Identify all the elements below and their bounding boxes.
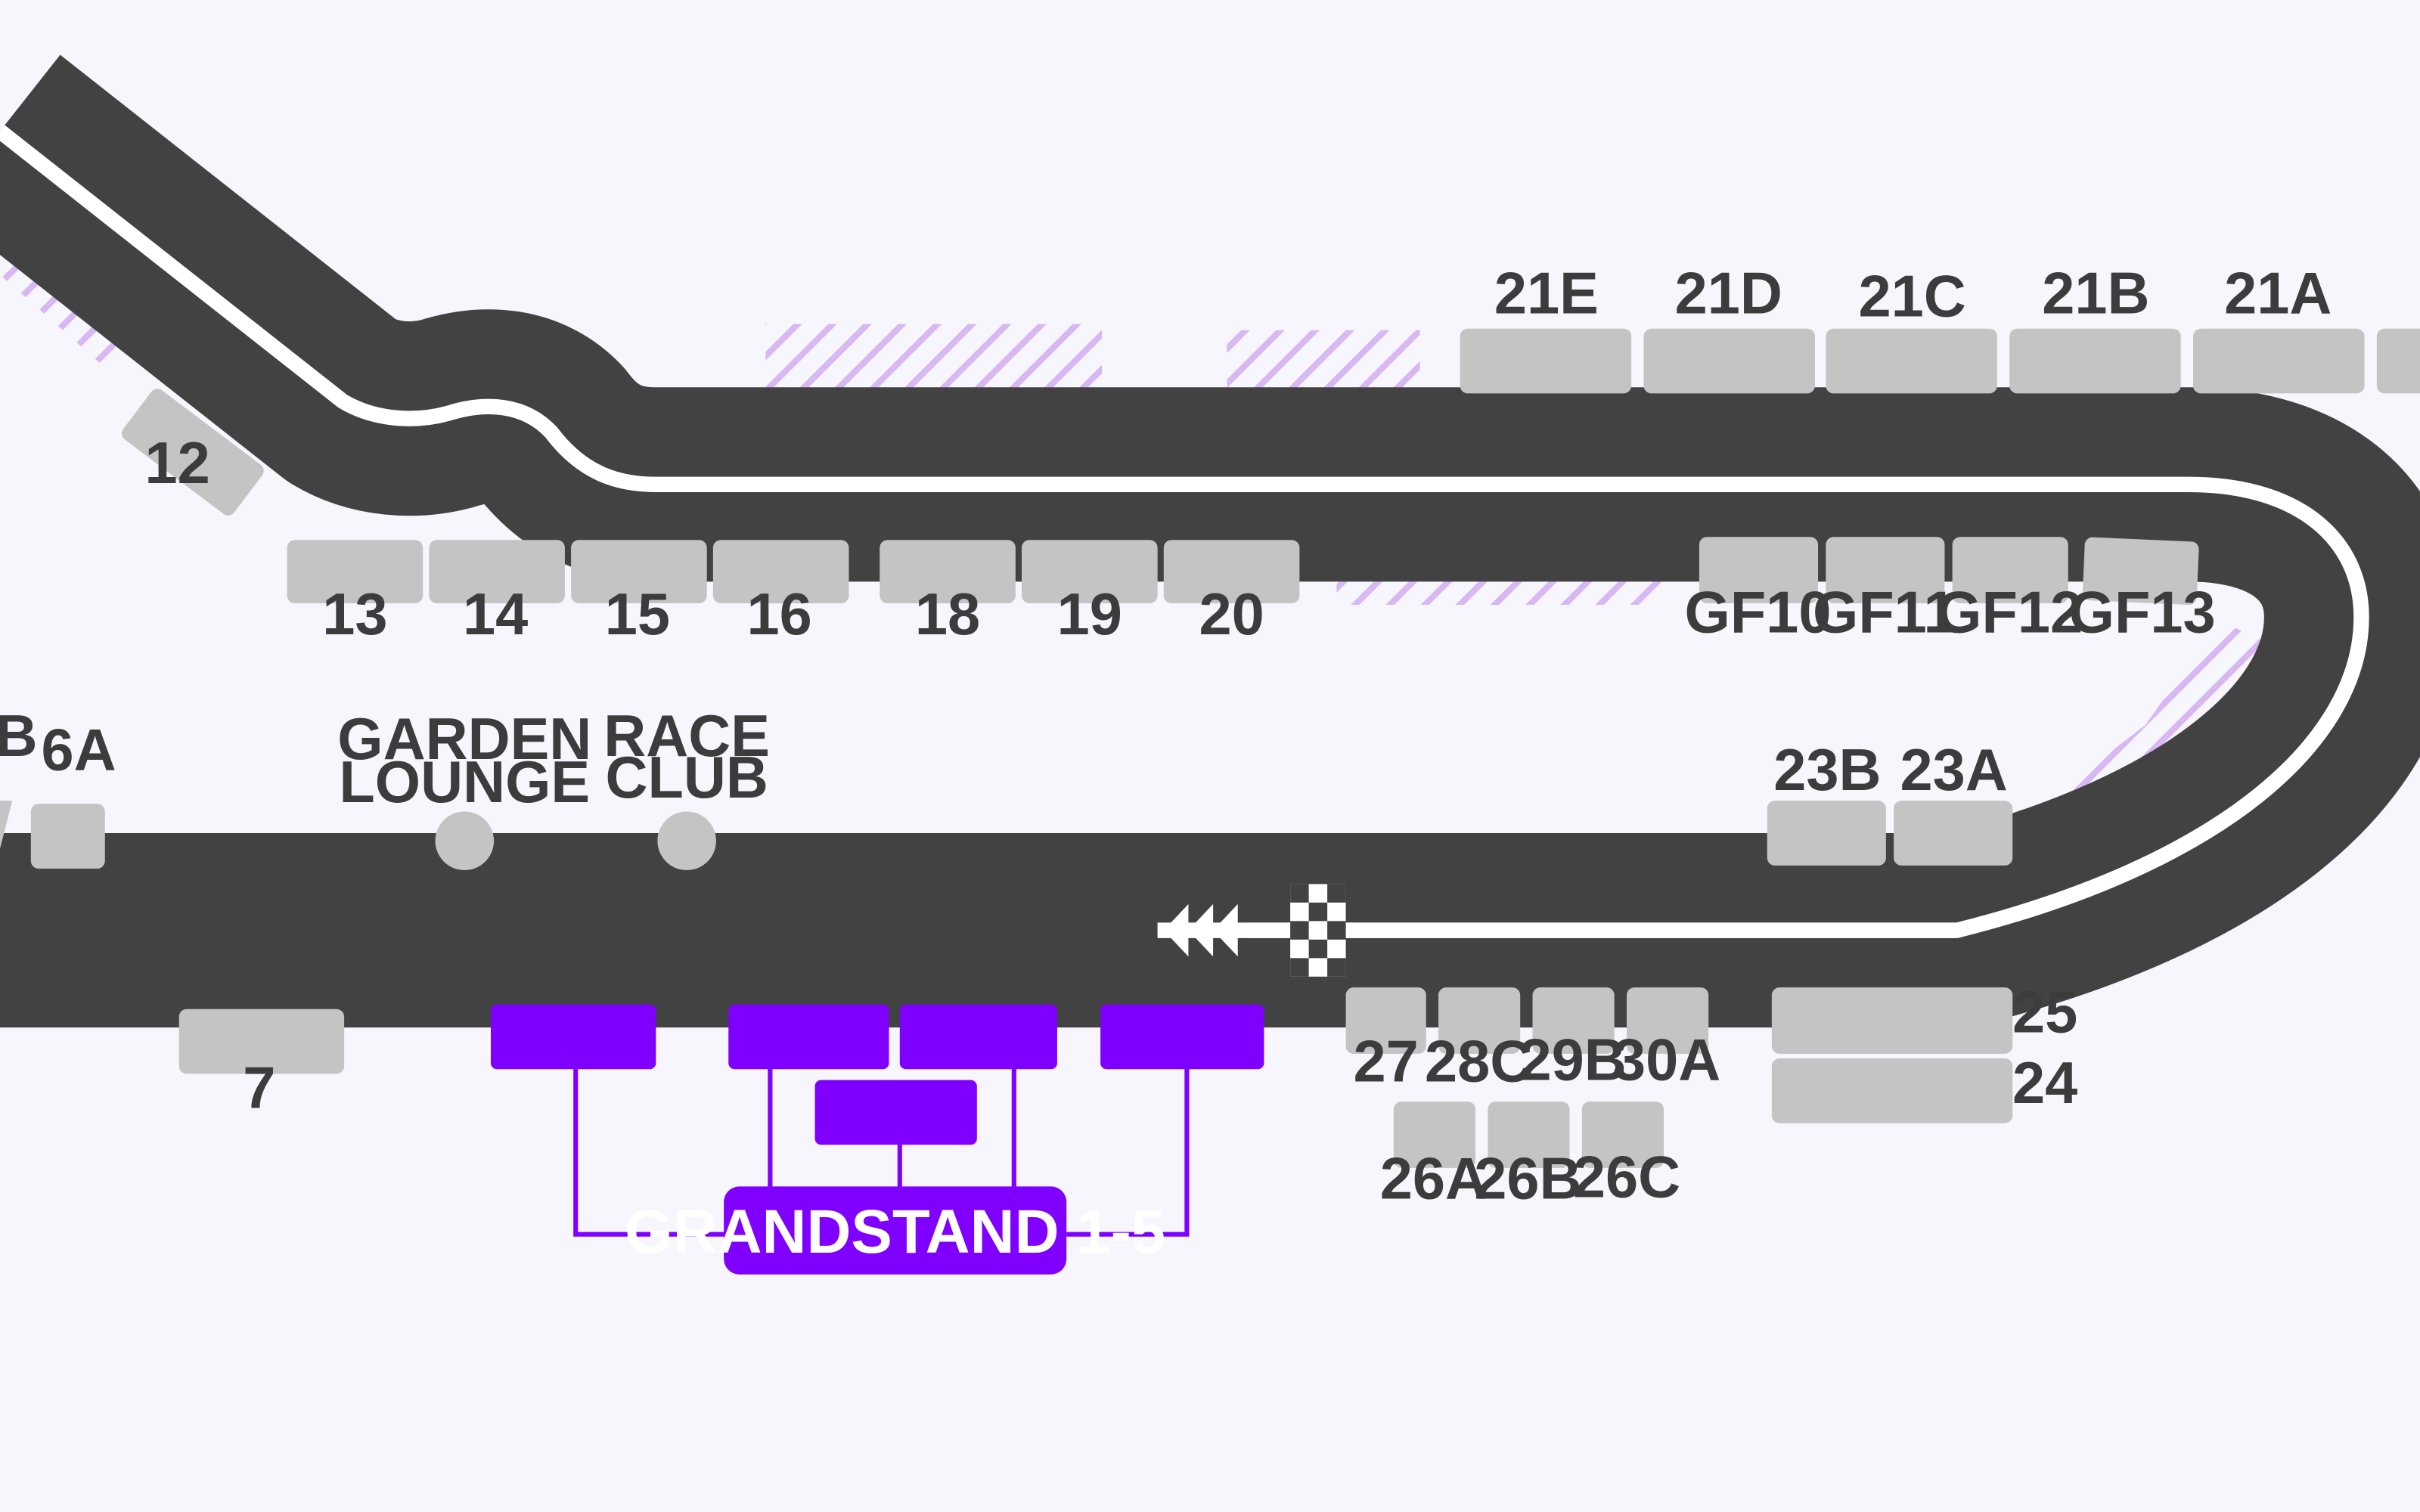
stand-21A-label: 21A (2224, 261, 2332, 326)
stand-27-label: 27 (1354, 1030, 1419, 1095)
stand-25-label: 25 (2012, 980, 2077, 1045)
race-track (0, 54, 2420, 1028)
grandstand-2[interactable] (728, 1004, 889, 1070)
stand-19-label: 19 (1057, 582, 1122, 647)
garden-lounge-label-line2: LOUNGE (339, 750, 590, 815)
stand-28C[interactable] (1438, 987, 1521, 1054)
stand-21B[interactable] (2009, 328, 2181, 394)
grandstand-connector-5 (1066, 1067, 1190, 1237)
stand-GF11[interactable] (1826, 537, 1945, 603)
venues: GARDEN LOUNGE RACE CLUB (337, 704, 770, 871)
stand-28C-label: 28C (1425, 1030, 1532, 1095)
stand-21B-label: 21B (2042, 261, 2149, 326)
grandstand-1[interactable] (490, 1004, 656, 1070)
stand-24-label: 24 (2012, 1051, 2077, 1116)
stand-14-label: 14 (463, 582, 528, 647)
stand-20-label: 20 (1199, 582, 1264, 647)
hatched-zone-top-1 (765, 324, 1103, 389)
stand-GF11-label: GF11 (1813, 581, 1956, 646)
stand-16[interactable] (712, 540, 849, 603)
stand-7[interactable] (178, 1009, 345, 1074)
stand-22-partial[interactable] (2376, 328, 2420, 394)
stand-27[interactable] (1345, 987, 1426, 1054)
stand-24[interactable] (1771, 1058, 2013, 1123)
stand-GF12[interactable] (1952, 537, 2068, 603)
stand-13[interactable] (287, 540, 424, 603)
stand-15-label: 15 (605, 582, 670, 647)
grandstand-3[interactable] (899, 1004, 1057, 1070)
stand-21E-label: 21E (1494, 261, 1599, 326)
stand-21D[interactable] (1643, 328, 1815, 394)
direction-arrows-icon (1163, 903, 1238, 957)
grandstand-label-box[interactable] (724, 1186, 1067, 1275)
stand-21E[interactable] (1460, 328, 1632, 394)
stand-23B-label: 23B (1773, 738, 1881, 803)
grandstand-4[interactable] (1100, 1004, 1264, 1070)
stand-29B-label: 29B (1519, 1028, 1626, 1093)
stand-23A[interactable] (1894, 801, 2013, 866)
grandstand-label: GRANDSTAND 1-5 (625, 1198, 1165, 1266)
stand-6A-label: 6A (42, 717, 116, 782)
stand-20[interactable] (1163, 540, 1300, 603)
grandstand-5[interactable] (814, 1080, 977, 1145)
stand-21C[interactable] (1826, 328, 1997, 394)
stand-14[interactable] (429, 540, 565, 603)
hatched-zone-top-2 (1227, 330, 1420, 391)
stand-7-label: 7 (243, 1055, 275, 1120)
stand-19[interactable] (1022, 540, 1158, 603)
stand-GF13[interactable] (2082, 537, 2199, 605)
stand-25[interactable] (1771, 987, 2013, 1054)
stand-6A[interactable] (30, 804, 105, 869)
stand-21D-label: 21D (1675, 261, 1782, 326)
stand-15[interactable] (571, 540, 707, 603)
race-club-label-line1: RACE (603, 704, 770, 769)
stands: 12 13 14 15 16 18 19 20 21E 21D 21C 21B … (0, 261, 2420, 1212)
garden-lounge-label-line1: GARDEN (337, 707, 591, 772)
grandstand-group: GRANDSTAND 1-5 (490, 1004, 1264, 1275)
stand-12[interactable] (119, 386, 267, 519)
stand-26B-label: 26B (1474, 1147, 1581, 1212)
stand-30A[interactable] (1627, 987, 1709, 1054)
stand-GF13-label: GF13 (2069, 581, 2216, 646)
race-club-label-line2: CLUB (605, 745, 768, 810)
stand-23B[interactable] (1767, 801, 1886, 866)
stand-26A-label: 26A (1380, 1147, 1488, 1212)
stand-6B-label: 6B (0, 704, 38, 769)
stand-16-label: 16 (746, 582, 811, 647)
stand-26C-label: 26C (1573, 1145, 1680, 1210)
stand-GF10-label: GF10 (1685, 581, 1832, 646)
stand-23A-label: 23A (1900, 738, 2008, 803)
checkered-flag-icon (1290, 884, 1346, 977)
stand-18-label: 18 (915, 582, 980, 647)
stand-21A[interactable] (2193, 328, 2365, 394)
garden-lounge-marker[interactable] (435, 811, 495, 871)
stand-26B[interactable] (1488, 1101, 1570, 1168)
stand-30A-label: 30A (1613, 1028, 1720, 1093)
stand-26C[interactable] (1581, 1101, 1664, 1168)
stand-21C-label: 21C (1858, 264, 1965, 329)
stand-26A[interactable] (1393, 1101, 1476, 1168)
stand-12-label: 12 (145, 431, 210, 496)
stand-GF10[interactable] (1699, 537, 1819, 603)
race-club-marker[interactable] (657, 811, 716, 871)
stand-13-label: 13 (322, 582, 387, 647)
stand-18[interactable] (880, 540, 1016, 603)
stand-29B[interactable] (1532, 987, 1615, 1054)
stand-GF12-label: GF12 (1936, 581, 2083, 646)
grandstand-connector-1 (573, 1067, 726, 1237)
